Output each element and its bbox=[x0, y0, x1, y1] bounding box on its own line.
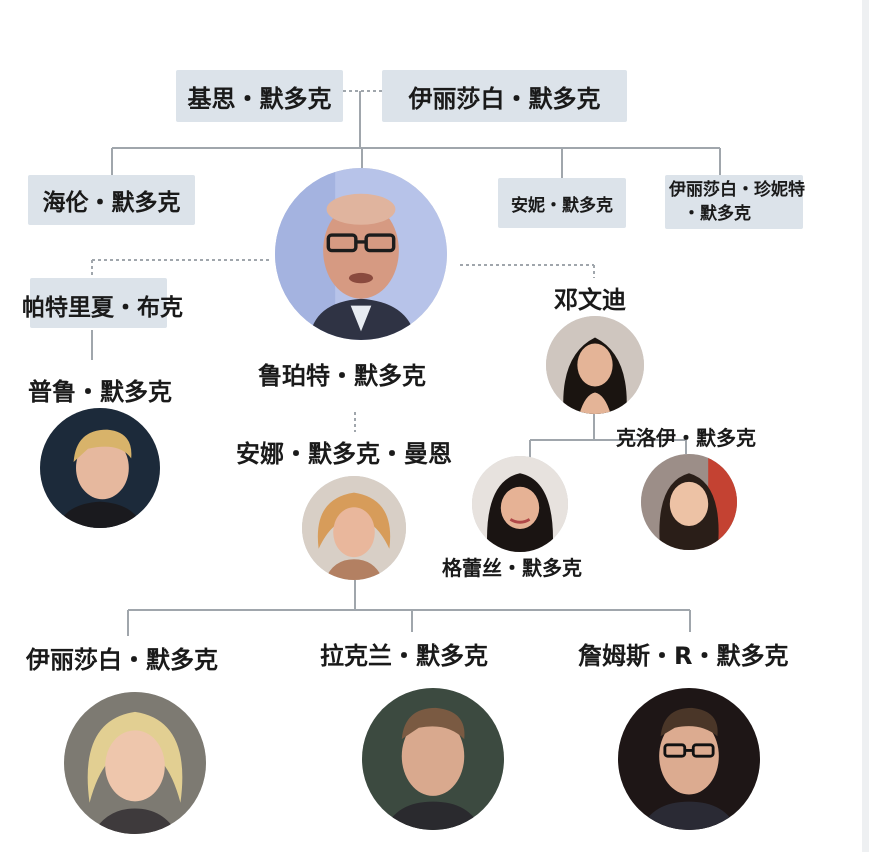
lachlan-label: 拉克兰・默多克 bbox=[320, 642, 488, 670]
anne-box: 安妮・默多克 bbox=[498, 178, 626, 228]
patricia-label: 帕特里夏・布克 bbox=[22, 295, 183, 321]
james-photo bbox=[618, 688, 760, 830]
keith-name: 基思・默多克 bbox=[187, 84, 332, 113]
chloe-label: 克洛伊・默多克 bbox=[616, 426, 756, 450]
janet-name-line1: 伊丽莎白・珍妮特 bbox=[669, 180, 805, 200]
janet-box: 伊丽莎白・珍妮特 ・默多克 bbox=[665, 175, 805, 229]
anna-label: 安娜・默多克・曼恩 bbox=[236, 440, 452, 468]
helen-box: 海伦・默多克 bbox=[28, 175, 195, 225]
chloe-photo bbox=[641, 454, 737, 550]
james-label: 詹姆斯・R・默多克 bbox=[578, 642, 789, 670]
anna-photo bbox=[302, 476, 406, 580]
rupert-label: 鲁珀特・默多克 bbox=[258, 362, 426, 390]
rupert-photo bbox=[275, 168, 447, 340]
wendi-photo bbox=[546, 316, 644, 414]
grace-label: 格蕾丝・默多克 bbox=[442, 556, 582, 580]
elisabeth-photo bbox=[64, 692, 206, 834]
right-edge-strip bbox=[862, 0, 869, 852]
elisabeth-greene-box: 伊丽莎白・默多克 bbox=[382, 70, 627, 122]
anne-name: 安妮・默多克 bbox=[511, 195, 613, 216]
patricia-box bbox=[30, 278, 167, 328]
grace-photo bbox=[472, 456, 568, 552]
janet-name-line2: ・默多克 bbox=[683, 204, 751, 224]
elisabeth-greene-name: 伊丽莎白・默多克 bbox=[408, 84, 601, 113]
wendi-label: 邓文迪 bbox=[554, 286, 626, 314]
lachlan-photo bbox=[362, 688, 504, 830]
prudence-label: 普鲁・默多克 bbox=[28, 378, 172, 406]
keith-box: 基思・默多克 bbox=[176, 70, 343, 122]
helen-name: 海伦・默多克 bbox=[42, 190, 181, 216]
elisabeth-label: 伊丽莎白・默多克 bbox=[26, 646, 218, 674]
prudence-photo bbox=[40, 408, 160, 528]
